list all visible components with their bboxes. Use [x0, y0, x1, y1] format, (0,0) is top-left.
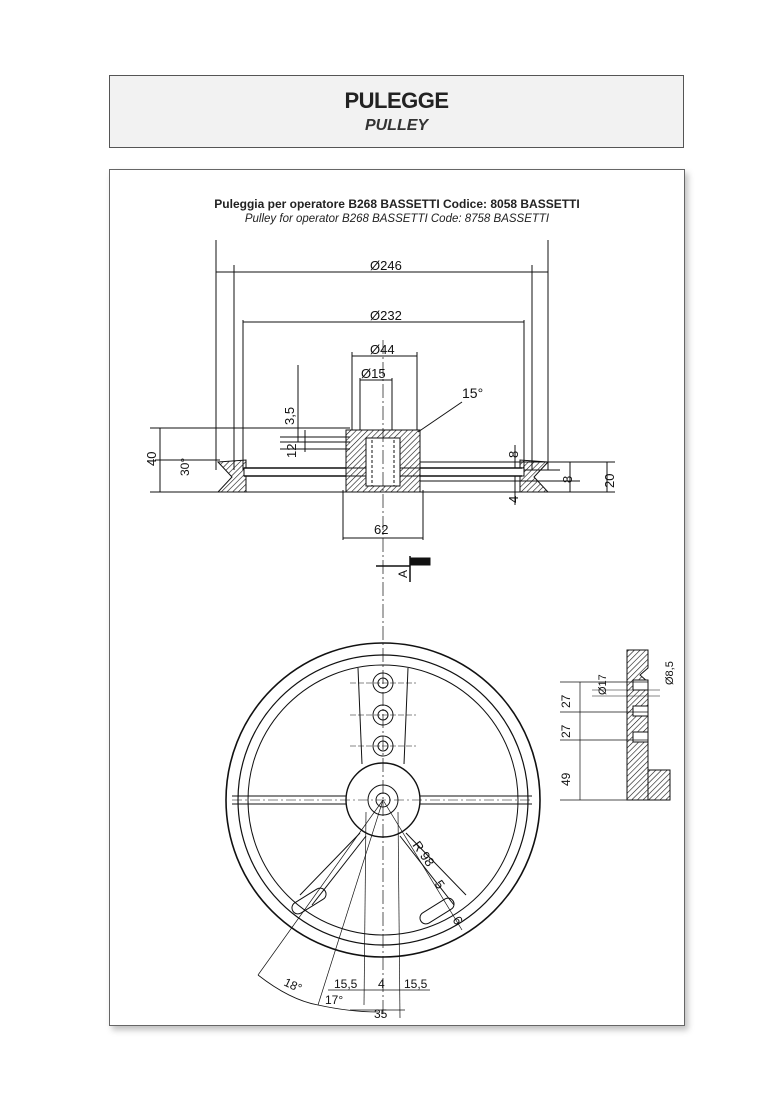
detail-section-view — [560, 649, 671, 801]
dim-246: Ø246 — [370, 258, 402, 273]
dim-20: 20 — [602, 474, 617, 488]
front-view-dimensions: R 98 5 6 18° 17° 15,5 4 15,5 35 — [282, 838, 466, 1021]
drawing-title-english: Pulley for operator B268 BASSETTI Code: … — [244, 213, 550, 225]
dim-15-5-left: 15,5 — [334, 977, 358, 991]
angle-30: 30° — [178, 458, 192, 476]
dim-4: 4 — [506, 496, 521, 503]
dim-40: 40 — [144, 452, 159, 466]
dim-17: Ø17 — [597, 674, 609, 695]
dim-232: Ø232 — [370, 308, 402, 323]
dim-8-upper: 8 — [506, 451, 521, 458]
dim-62: 62 — [374, 522, 388, 537]
page-header: PULEGGE PULLEY — [109, 75, 684, 148]
dim-49: 49 — [559, 772, 573, 786]
drawing-card: Puleggia per operatore B268 BASSETTI Cod… — [109, 169, 685, 1026]
section-marker: A — [376, 556, 431, 582]
drawing-title-italian: Puleggia per operatore B268 BASSETTI Cod… — [214, 197, 580, 211]
dim-8-5: Ø8,5 — [664, 661, 676, 685]
front-view — [225, 642, 541, 1019]
angle-17: 17° — [325, 993, 343, 1007]
dim-4-center: 4 — [378, 977, 385, 991]
section-label-a: A — [396, 570, 410, 578]
page-title: PULEGGE — [344, 88, 449, 113]
side-section-view — [150, 240, 615, 1015]
dim-35: 35 — [374, 1007, 388, 1021]
dim-8-lower: 8 — [560, 476, 575, 483]
dim-27-upper: 27 — [559, 694, 573, 708]
page-subtitle: PULLEY — [364, 117, 429, 134]
angle-15: 15° — [462, 385, 483, 401]
dim-12: 12 — [284, 444, 299, 458]
dim-27-lower: 27 — [559, 724, 573, 738]
dim-44: Ø44 — [370, 342, 395, 357]
dim-6: 6 — [450, 913, 466, 928]
dim-15: Ø15 — [361, 366, 386, 381]
dim-3-5: 3,5 — [282, 407, 297, 425]
dim-15-5-right: 15,5 — [404, 977, 428, 991]
side-view-dimensions: Ø246 Ø232 Ø44 Ø15 15° 3,5 12 40 30° 8 4 … — [144, 258, 617, 537]
angle-18: 18° — [282, 975, 305, 995]
detail-dimensions: Ø17 Ø8,5 27 27 49 — [559, 661, 676, 786]
